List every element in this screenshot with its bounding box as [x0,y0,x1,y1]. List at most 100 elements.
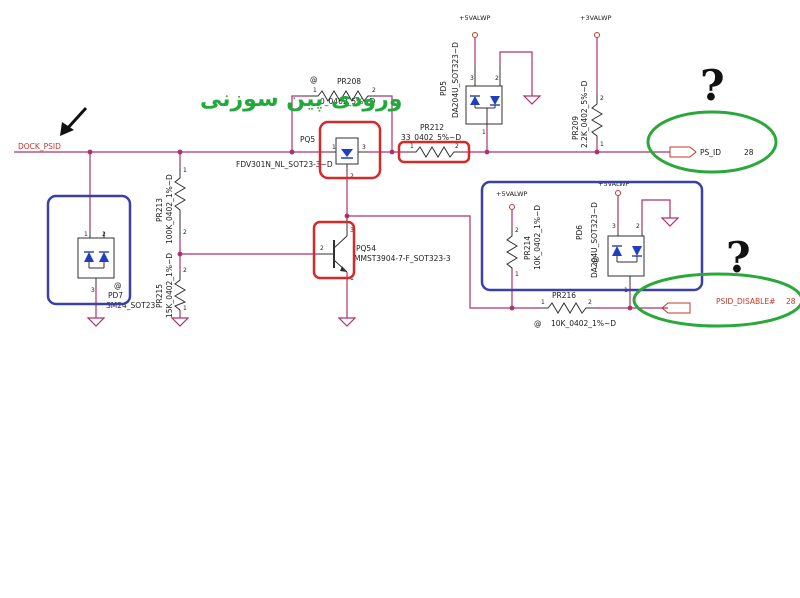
pd6-at: @ [592,255,600,264]
pr216-value: 10K_0402_1%~D [551,319,616,328]
pr209-value: 2.2K_0402_5%~D [580,80,589,148]
resistor-pr208: @ PR208 0_0402_5%~D 1 2 [310,75,378,106]
net-label-psid-disable: PSID_DISABLE# [716,297,775,306]
pd5-value: DA204U_SOT323~D [451,42,460,118]
pd5-pin1: 1 [482,129,486,136]
pr216-pin2: 2 [588,299,592,306]
pq54-ref: PQ54 [356,244,376,253]
pr216-ref: PR216 [552,291,576,300]
pr214-value: 10K_0402_1%~D [533,205,542,270]
pd5-pin2: 2 [495,75,499,82]
pr215-value: 15K_0402_1%~D [165,253,174,318]
net-5valwp-box2: +5VALWP [598,180,630,188]
pq54-pin2: 2 [320,245,324,252]
offpage-connector-psid-disable: PSID_DISABLE# 28 [661,297,796,314]
question-mark-top: ? [700,61,725,110]
ground-symbol-pq54 [337,317,357,327]
pr216-pin1: 1 [541,299,545,306]
pq54-pin3: 3 [350,227,354,234]
resistor-pr216: PR216 @ 10K_0402_1%~D 1 2 [534,291,616,328]
pr214-pin1: 1 [515,271,519,278]
pr215-pin2: 2 [183,267,187,274]
junctions [87,149,633,311]
diode-array-pd5: PD5 DA204U_SOT323~D 3 2 1 [439,42,503,136]
pd6-pin2: 2 [636,223,640,230]
pd7-pin2: 2 [102,231,106,238]
pr213-pin2: 2 [183,229,187,236]
pr213-value: 100K_0402_1%~D [165,174,174,244]
persian-annotation: ورودی پین سوزنی [200,87,402,112]
pd5-pin3: 3 [470,75,474,82]
blue-highlight-pd7 [46,194,132,306]
ps-id-page-ref: 28 [744,148,754,157]
pd6-value: DA204U_SOT323~D [590,202,599,278]
pr212-pin2: 2 [455,143,459,150]
red-highlight-pr212 [397,140,471,164]
pq5-pin2: 2 [350,173,354,180]
pr216-at: @ [534,319,542,328]
red-highlight-pq54 [312,220,356,280]
pd7-pin1: 1 [84,231,88,238]
ground-symbol-pd7 [86,317,106,327]
pq54-pin1: 1 [350,275,354,282]
pd6-pin3: 3 [612,223,616,230]
power-pin-5valwp-box [509,204,515,210]
diode-array-pd6: PD6 DA204U_SOT323~D @ 3 2 1 [575,202,645,294]
offpage-connector-ps-id: PS_ID 28 [669,146,754,158]
pr208-pin1: 1 [313,87,317,94]
net-5valwp-top: +5VALWP [459,14,491,22]
net-label-ps-id: PS_ID [700,148,721,157]
tvs-diode-pd7: 1 2 3 @ PD7 SM24_SOT23 [77,231,156,310]
pr214-ref: PR214 [523,236,532,260]
transistor-pq54: PQ54 MMST3904-7-F_SOT323-3 2 3 1 [318,218,451,282]
net-3valwp-top: +3VALWP [580,14,612,22]
red-highlight-pq5 [318,120,382,180]
pd7-pin3: 3 [91,287,95,294]
pr215-ref: PR215 [155,284,164,308]
resistor-pr212: PR212 33_0402_5%~D 1 2 [401,123,462,158]
pr212-ref: PR212 [420,123,444,132]
pq5-pin3: 3 [362,144,366,151]
green-highlight-ps-id [646,110,778,174]
wires [14,38,671,318]
pd5-ref: PD5 [439,81,448,96]
power-pin-5valwp-top [472,32,478,38]
resistor-pr213: PR213 100K_0402_1%~D 1 2 [155,167,187,244]
arrow-icon [60,106,88,136]
resistor-pr215: PR215 15K_0402_1%~D 2 1 [155,253,187,318]
pq54-value: MMST3904-7-F_SOT323-3 [354,254,451,263]
pd6-ref: PD6 [575,225,584,240]
pr212-value: 33_0402_5%~D [401,133,461,142]
highlight-overlays [46,110,800,328]
ground-symbol-pr215 [170,317,190,327]
pr215-pin1: 1 [183,305,187,312]
pr208-at: @ [310,75,318,84]
power-pin-3valwp [594,32,600,38]
pr208-pin2: 2 [372,87,376,94]
net-label-dock-psid: DOCK_PSID [18,142,61,151]
pd7-at: @ [114,281,122,290]
pr212-pin1: 1 [410,143,414,150]
power-symbols: +5VALWP +3VALWP +5VALWP +5VALWP [86,14,680,327]
mosfet-pq5: PQ5 FDV301N_NL_SOT23-3~D 1 2 3 [236,135,368,180]
ground-symbol-pd6 [660,217,680,227]
question-mark-bottom: ? [726,233,751,282]
resistor-pr209: PR209 2.2K_0402_5%~D 2 1 [571,80,604,148]
pr214-pin2: 2 [515,227,519,234]
pd7-value: SM24_SOT23 [106,301,156,310]
power-pin-5valwp-box2 [615,190,621,196]
pr209-pin1: 1 [600,141,604,148]
green-highlight-psid-disable [632,272,800,328]
pr209-pin2: 2 [600,95,604,102]
ground-symbol-pd5 [522,95,542,105]
pq5-ref: PQ5 [300,135,315,144]
pr208-value: 0_0402_5%~D [320,97,376,106]
pr213-ref: PR213 [155,198,164,222]
blue-highlight-pd6-group [480,180,704,292]
net-5valwp-box: +5VALWP [496,190,528,198]
pq5-value: FDV301N_NL_SOT23-3~D [236,160,333,169]
pr209-ref: PR209 [571,116,580,140]
pd7-ref: PD7 [108,291,123,300]
pr208-ref: PR208 [337,77,361,86]
